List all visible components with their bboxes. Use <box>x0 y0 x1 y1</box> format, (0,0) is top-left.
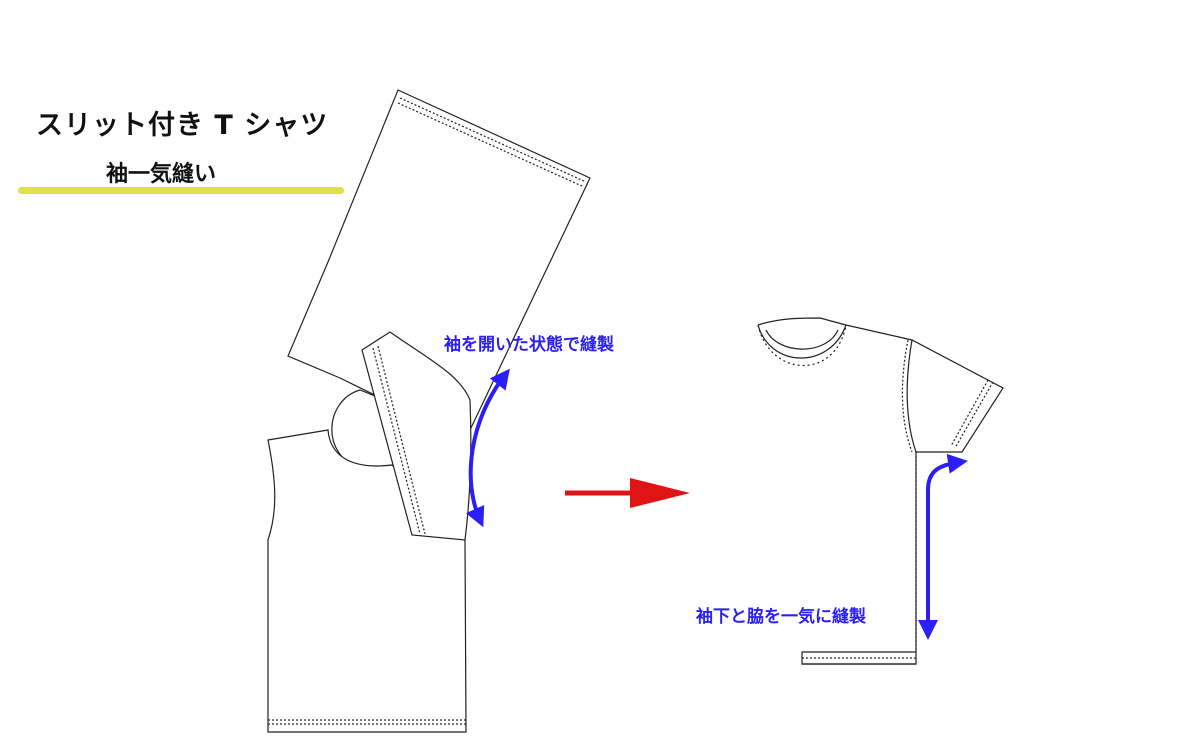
page-title: スリット付き T シャツ <box>36 110 329 141</box>
right-seam-arrow <box>918 453 968 640</box>
flow-arrow <box>565 478 690 508</box>
collar <box>757 324 847 359</box>
title-underline <box>18 187 344 194</box>
annotation-left: 袖を開いた状態で縫製 <box>444 335 614 355</box>
finished-tshirt-drawing <box>757 317 1004 665</box>
open-garment-drawing <box>267 89 591 733</box>
page-subtitle: 袖一気縫い <box>106 162 217 187</box>
left-seam-arrow <box>465 368 510 528</box>
annotation-right: 袖下と脇を一気に縫製 <box>696 607 866 627</box>
